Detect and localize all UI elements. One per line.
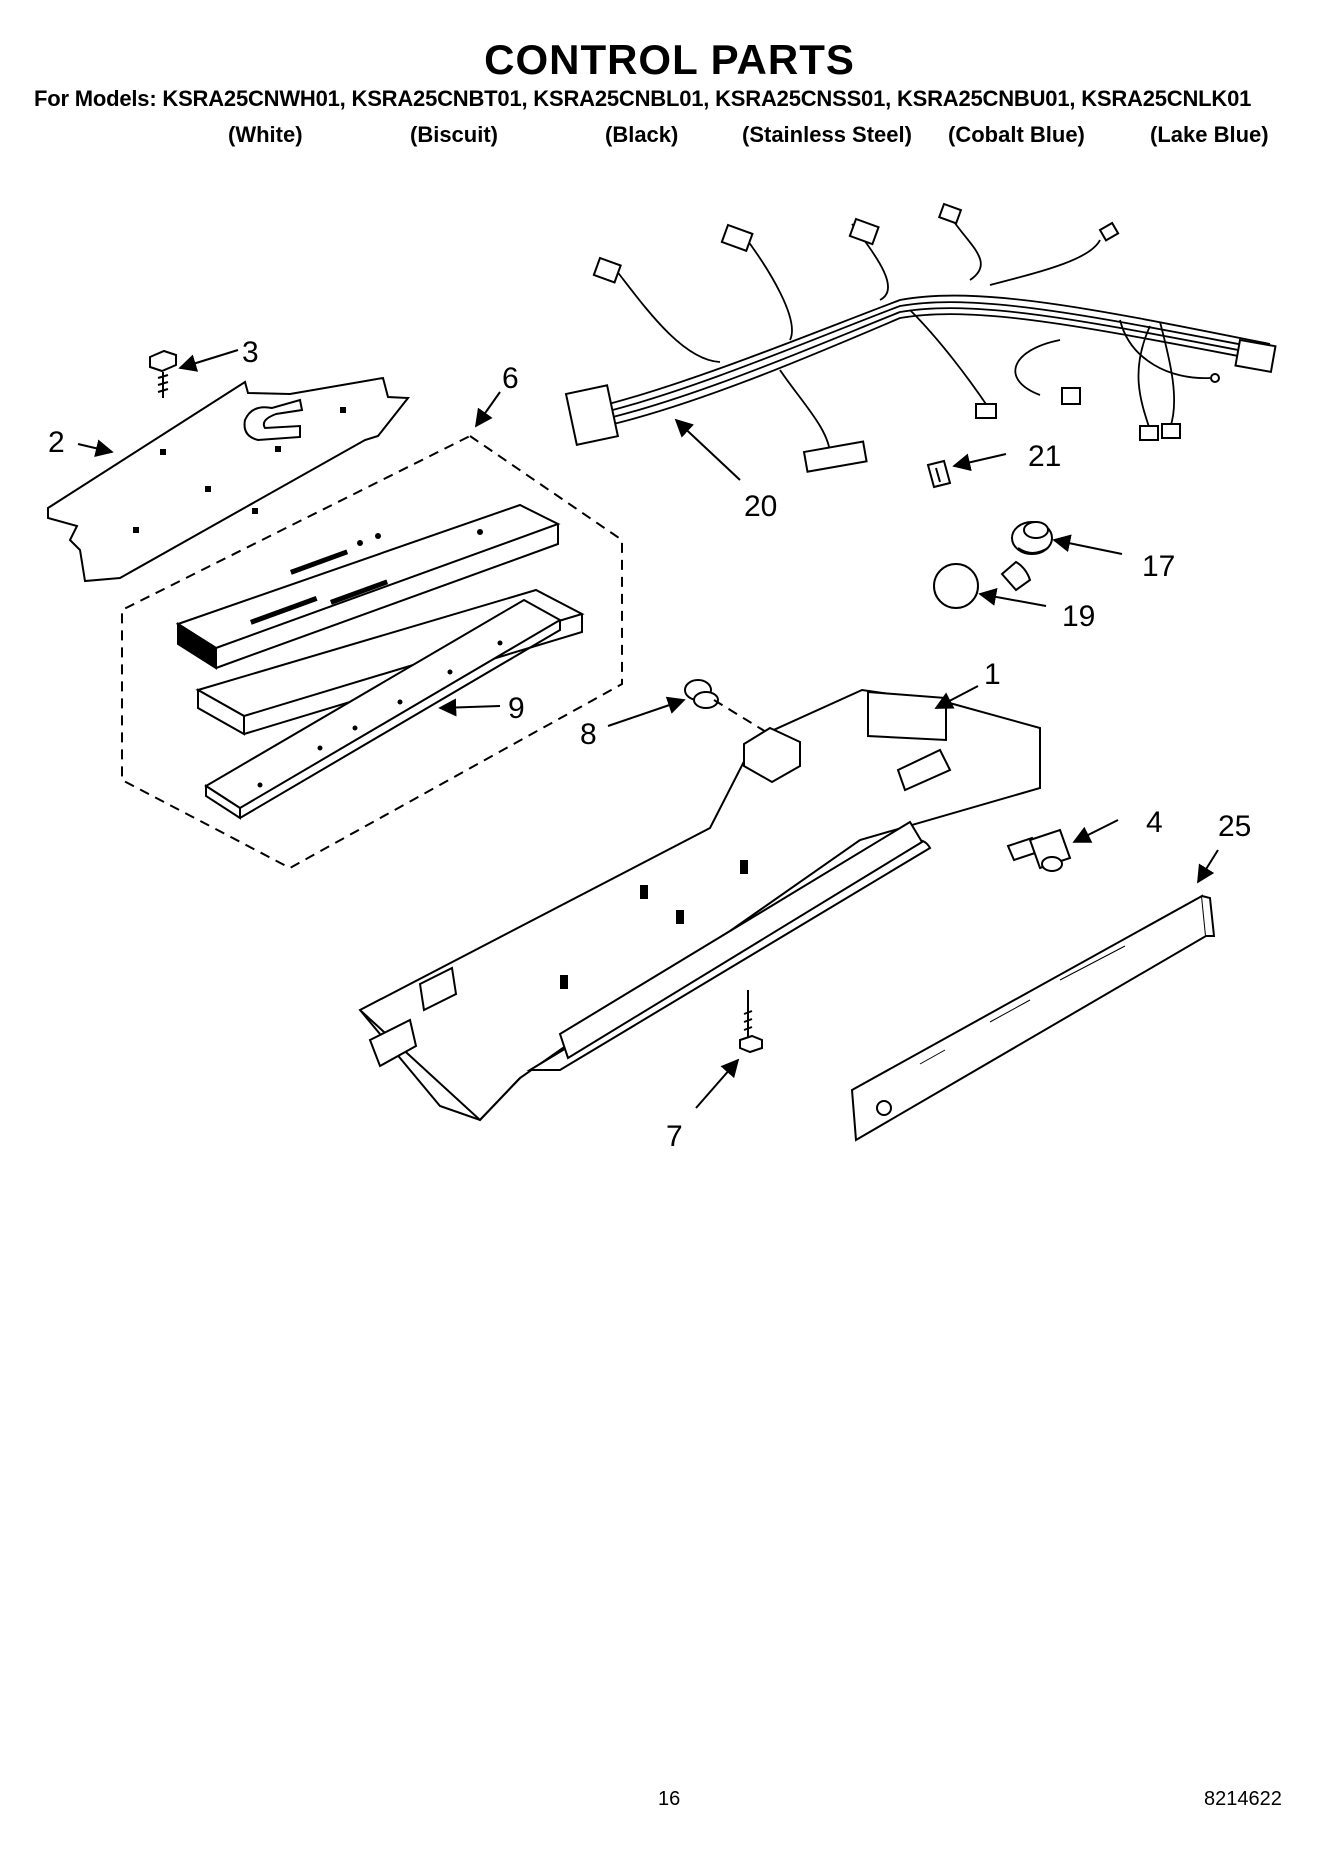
color-label-cobalt-blue: (Cobalt Blue): [948, 122, 1085, 147]
clip-part-21: [926, 459, 952, 489]
leader-arrows: [77, 349, 1219, 1109]
cover-plate-part-2: [47, 376, 410, 583]
callout-25: 25: [1218, 810, 1251, 843]
callout-9: 9: [508, 692, 525, 725]
callout-6: 6: [502, 362, 519, 395]
callout-8: 8: [580, 718, 597, 751]
callout-2: 2: [48, 426, 65, 459]
callout-7: 7: [666, 1120, 683, 1153]
light-bulb-part-19: [933, 560, 1032, 609]
switch-board-part-9: [204, 598, 563, 820]
callout-20: 20: [744, 490, 777, 523]
models-line: For Models: KSRA25CNWH01, KSRA25CNBT01, …: [34, 86, 1252, 111]
callout-3: 3: [242, 336, 259, 369]
color-label-lake-blue: (Lake Blue): [1150, 122, 1269, 147]
control-housing-part-1: [358, 688, 1041, 1122]
color-label-white: (White): [228, 122, 303, 147]
callout-19: 19: [1062, 600, 1095, 633]
screw-part-3: [149, 349, 177, 398]
color-label-black: (Black): [605, 122, 679, 147]
lamp-socket-part-17: [1011, 521, 1053, 555]
page-number: 16: [658, 1788, 681, 1810]
page-title: CONTROL PARTS: [484, 36, 855, 83]
harness-connectors: [564, 202, 1277, 473]
control-board: [175, 503, 561, 670]
callout-4: 4: [1146, 806, 1163, 839]
color-label-biscuit: (Biscuit): [410, 122, 498, 147]
grommet-part-8: [684, 679, 719, 709]
screw-part-7: [739, 990, 763, 1054]
color-label-stainless-steel: (Stainless Steel): [742, 122, 912, 147]
callout-17: 17: [1142, 550, 1175, 583]
callout-1: 1: [984, 658, 1001, 691]
wire-harness-part-20: [604, 205, 1271, 456]
trim-strip-part-25: [850, 894, 1216, 1142]
callout-21: 21: [1028, 440, 1061, 473]
document-number: 8214622: [1204, 1788, 1282, 1810]
switch-part-4: [1006, 828, 1072, 872]
